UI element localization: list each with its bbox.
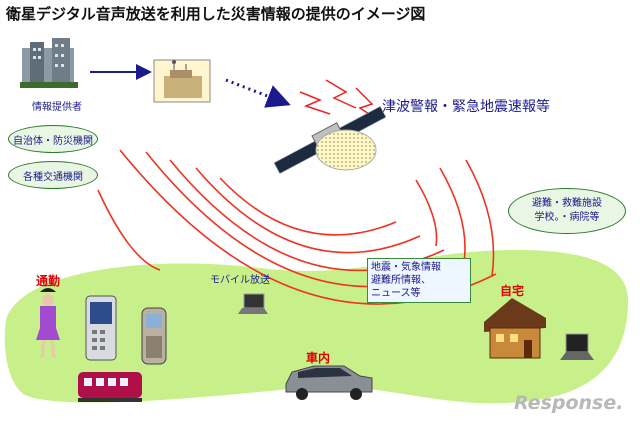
watermark-logo: Response. [514,392,624,414]
facilities-bubble: 避難・救難施設 学校。・病院等 [508,188,626,234]
provider-transport: 各種交通機関 [8,161,98,189]
info-line-shelter: 避難所情報、 [371,275,431,286]
person-icon [36,288,60,359]
uplink-arrow [225,78,291,108]
provider-label: 情報提供者 [32,102,82,113]
mobile-phone-icon [141,307,167,365]
info-content-box: 地震・気象情報 避難所情報、 ニュース等 [367,258,471,303]
handheld-device-icon [85,295,117,361]
broadcast-content: 津波警報・緊急地震速報等 [382,99,550,115]
facility-evacuation: 避難・救難施設 [532,198,602,209]
house-icon [484,298,546,359]
provider-building-icon [20,38,78,88]
home-label: 自宅 [500,284,525,298]
satellite-icon [273,106,387,174]
home-laptop-icon [560,333,594,360]
page-title: 衛星デジタル音声放送を利用した災害情報の提供のイメージ図 [6,5,426,23]
ground-area [4,249,629,404]
facility-schools: 学校。・病院等 [534,212,600,223]
info-line-quake: 地震・気象情報 [371,262,441,273]
provider-local-gov: 自治体・防災機関 [8,125,98,153]
laptop-icon [238,293,268,314]
train-icon [78,372,142,402]
mobile-broadcast-label: モバイル放送 [210,275,270,286]
in-car-label: 車内 [306,351,331,365]
uplink-station-icon [153,59,211,103]
info-line-news: ニュース等 [371,288,421,299]
car-icon [285,365,373,400]
commute-label: 通勤 [36,274,61,288]
